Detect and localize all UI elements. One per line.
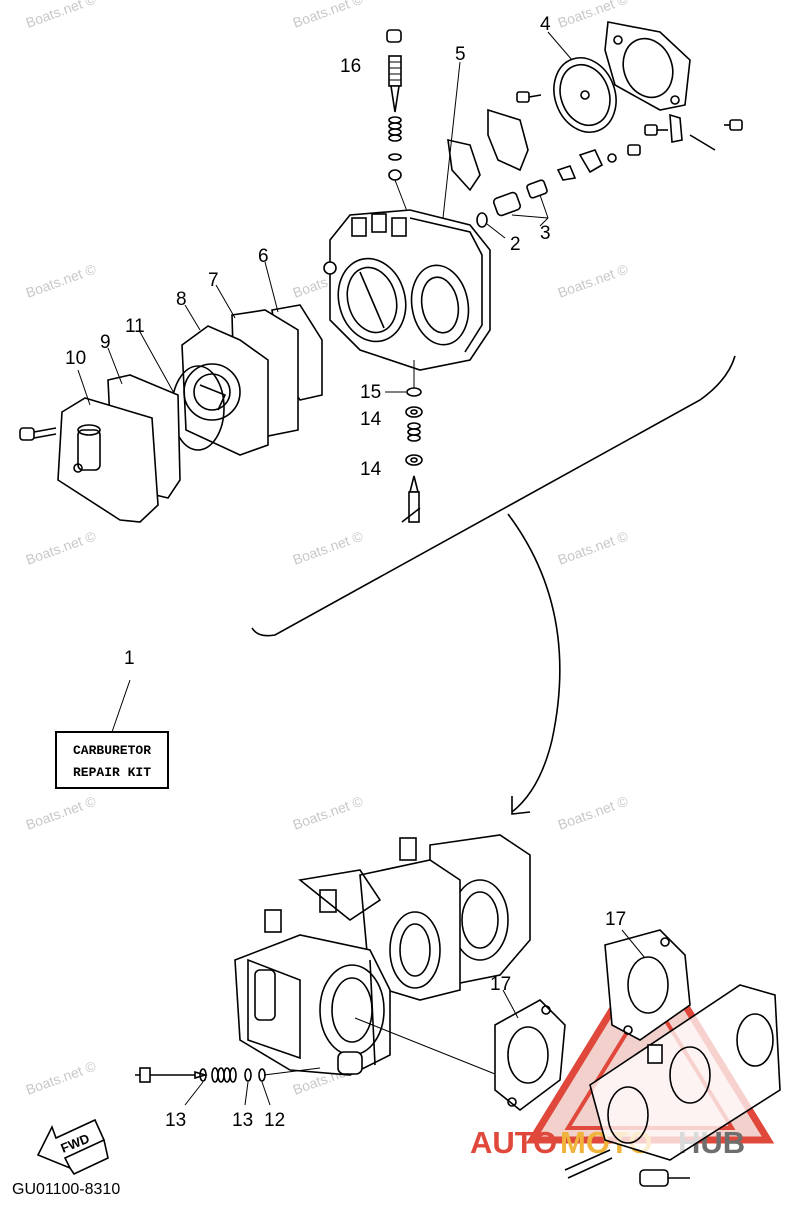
watermarks: Boats.net © Boats.net © Boats.net © Boat… xyxy=(24,0,631,1098)
watermark: Boats.net © xyxy=(556,527,631,567)
repair-kit-line2: REPAIR KIT xyxy=(73,765,151,780)
watermark: Boats.net © xyxy=(24,527,99,567)
callout-17: 17 xyxy=(605,909,626,930)
callout-6: 6 xyxy=(258,246,269,267)
fwd-arrow-icon: FWD xyxy=(36,1118,109,1176)
part-4-diaphragm xyxy=(547,31,617,133)
callout-1: 1 xyxy=(124,648,135,669)
watermark: Boats.net © xyxy=(556,792,631,832)
part-10-cover xyxy=(57,369,159,523)
part-2-oring xyxy=(476,212,506,239)
callouts: 16 5 4 3 2 6 7 8 11 9 10 15 14 14 1 17 1… xyxy=(65,14,626,1131)
watermark: Boats.net © xyxy=(556,260,631,300)
brand-auto: AUTO xyxy=(470,1125,557,1160)
intake-manifold xyxy=(564,984,781,1187)
watermark: Boats.net © xyxy=(291,527,366,567)
screw-left xyxy=(19,427,57,441)
assembly-bracket xyxy=(251,355,736,637)
callout-12: 12 xyxy=(264,1110,285,1131)
top-assembly xyxy=(19,21,743,637)
callout-13: 13 xyxy=(165,1110,186,1131)
part-5-bracket xyxy=(442,61,529,219)
callout-9: 9 xyxy=(100,332,111,353)
part-3-fitting xyxy=(492,179,549,227)
callout-4: 4 xyxy=(540,14,551,35)
callout-13: 13 xyxy=(232,1110,253,1131)
watermark: Boats.net © xyxy=(291,0,366,31)
callout-14: 14 xyxy=(360,409,382,430)
watermark: Boats.net © xyxy=(291,792,366,832)
callout-14: 14 xyxy=(360,459,382,480)
callout-15: 15 xyxy=(360,382,381,403)
small-screws xyxy=(516,91,743,181)
diagram-code: GU01100-8310 xyxy=(12,1181,120,1198)
callout-7: 7 xyxy=(208,270,219,291)
callout-11: 11 xyxy=(125,316,145,337)
part-16-screw xyxy=(386,29,416,233)
fuel-pump-cover xyxy=(604,21,691,111)
watermark: Boats.net © xyxy=(24,0,99,31)
callout-5: 5 xyxy=(455,44,466,65)
callout-16: 16 xyxy=(340,56,361,77)
watermark: Boats.net © xyxy=(24,260,99,300)
callout-10: 10 xyxy=(65,348,86,369)
part-8-plate xyxy=(181,304,269,456)
callout-2: 2 xyxy=(510,234,521,255)
repair-kit-line1: CARBURETOR xyxy=(73,743,151,758)
watermark: Boats.net © xyxy=(24,792,99,832)
callout-3: 3 xyxy=(540,223,551,244)
part-17-gaskets xyxy=(494,929,691,1112)
callout-8: 8 xyxy=(176,289,187,310)
assembly-arrow xyxy=(507,513,561,815)
callout-17: 17 xyxy=(490,974,511,995)
part-15-14-needle xyxy=(385,360,423,523)
repair-kit-box: CARBURETOR REPAIR KIT xyxy=(55,679,169,789)
carburetor-body xyxy=(323,209,491,371)
watermark: Boats.net © xyxy=(24,1057,99,1097)
bottom-assembly xyxy=(135,834,531,1106)
